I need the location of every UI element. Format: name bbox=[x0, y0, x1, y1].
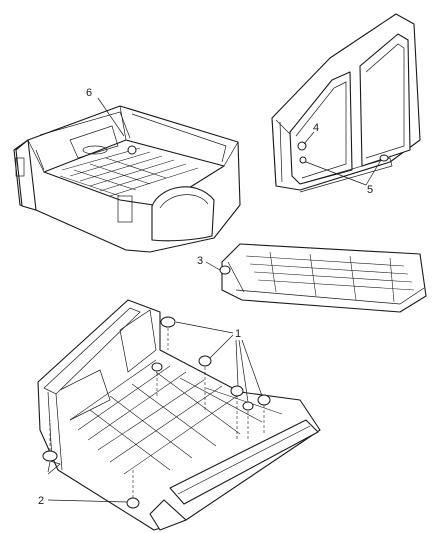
plug-1-d bbox=[230, 385, 244, 397]
callout-6: 6 bbox=[86, 87, 92, 99]
plug-1-a bbox=[160, 316, 176, 328]
plug-group bbox=[42, 316, 271, 509]
callout-labels: 1 2 3 4 5 6 bbox=[38, 87, 373, 507]
plug-1-f bbox=[257, 394, 271, 406]
truck-bed-view bbox=[13, 97, 241, 253]
plug-2-a bbox=[42, 450, 58, 462]
plug-1-e bbox=[242, 401, 254, 411]
plug-1-b bbox=[151, 362, 163, 372]
floor-pan-section-view bbox=[219, 243, 427, 313]
floor-pan-assembly-view bbox=[37, 299, 321, 531]
callout-2: 2 bbox=[38, 495, 44, 507]
leader-lines bbox=[47, 131, 382, 503]
plug-2-b bbox=[126, 497, 140, 509]
callout-5: 5 bbox=[367, 184, 373, 196]
callout-1: 1 bbox=[235, 328, 241, 340]
body-side-aperture-view bbox=[271, 13, 421, 193]
callout-4: 4 bbox=[313, 122, 319, 134]
callout-3: 3 bbox=[197, 255, 203, 267]
plug-1-c bbox=[198, 355, 212, 367]
